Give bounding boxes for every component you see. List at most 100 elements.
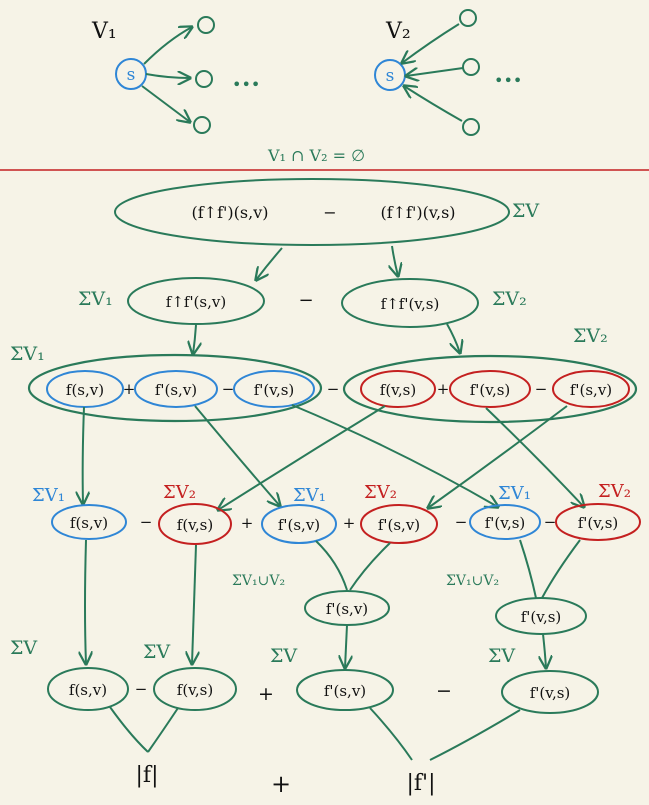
- link-row4-3-merge: [315, 540, 348, 591]
- row3-term-f-sv: [46, 370, 124, 408]
- row3-term-f-vs-text: f(v,s): [380, 381, 416, 399]
- row4-sum-2: ΣV₂: [163, 482, 196, 503]
- link-row6-4-merge: [429, 709, 521, 761]
- row3-plus-left: +: [123, 380, 136, 398]
- v2-node-2: [462, 58, 480, 76]
- v2-edge-3: [404, 86, 463, 122]
- row4-op-4: −: [455, 513, 468, 531]
- link-row4-4-merge: [349, 542, 391, 591]
- disjoint-note: V₁ ∩ V₂ = ∅: [267, 146, 365, 165]
- v1-edge-1: [143, 27, 192, 65]
- row6-sum-2: ΣV: [143, 641, 170, 663]
- bottom-plus: +: [271, 770, 291, 798]
- link-row6-3-merge: [369, 707, 413, 761]
- v1-node-3: [193, 116, 211, 134]
- row2-to-row3-right: [446, 323, 460, 353]
- row2-minus: −: [298, 290, 313, 311]
- v1-edge-3: [141, 85, 190, 122]
- link-fp-sv-down: [194, 405, 280, 506]
- row3-minus-right: −: [535, 380, 548, 398]
- row4-term-6: [555, 503, 641, 541]
- row4-op-2: +: [241, 514, 254, 532]
- row4-term-2: [158, 503, 232, 545]
- link-row4-6-merge: [541, 539, 581, 599]
- v2-edge-2: [406, 67, 464, 76]
- link-fp-vs-red-down: [485, 407, 584, 507]
- row1-sum-label: ΣV: [512, 200, 539, 222]
- row3-term-fp-vs-red: [449, 370, 531, 408]
- row4-term-2-text: f(v,s): [177, 516, 213, 534]
- row4-term-1: [51, 504, 127, 540]
- v2-edge-1: [402, 23, 460, 63]
- row3-term-fp-sv-red: [552, 370, 630, 408]
- row3-minus-left: −: [222, 380, 235, 398]
- row6-term-3: [296, 669, 394, 711]
- row3-term-fp-vs: [233, 370, 315, 408]
- row3-term-fp-sv-text: f'(s,v): [155, 381, 197, 399]
- v1-node-2: [195, 70, 213, 88]
- link-row4-2-down: [192, 544, 196, 664]
- link-row4-5-merge: [519, 539, 537, 599]
- row4-op-5: −: [544, 513, 557, 531]
- norm-f: |f|: [136, 763, 159, 788]
- row6-term-2-text: f(v,s): [177, 681, 213, 699]
- row3-sum-left: ΣV₁: [10, 343, 45, 365]
- row6-term-4-text: f'(v,s): [530, 684, 571, 702]
- row3-term-f-vs: [360, 370, 436, 408]
- row6-term-4: [501, 670, 599, 714]
- row6-term-3-text: f'(s,v): [324, 682, 366, 700]
- v2-node-3: [462, 118, 480, 136]
- row1-expr-left: (f↑f')(s,v): [192, 203, 269, 222]
- link-f-sv-down: [83, 406, 84, 504]
- v2-sketch: V₂ s •••: [374, 9, 522, 136]
- row6-op-3: −: [436, 680, 452, 702]
- row4-sum-5: ΣV₁: [498, 483, 531, 504]
- row4-sum-1: ΣV₁: [32, 485, 65, 506]
- row3-term-fp-vs-red-text: f'(v,s): [470, 381, 511, 399]
- row1-minus: −: [323, 203, 336, 222]
- row3-term-f-sv-text: f(s,v): [66, 381, 104, 399]
- link-fp-sv-red-down: [428, 405, 568, 508]
- row3-sum-right: ΣV₂: [573, 325, 608, 347]
- row5-union-left: ΣV₁∪V₂: [232, 573, 285, 589]
- row6-term-2: [153, 667, 237, 711]
- row5-mid-right: [495, 597, 587, 635]
- row4-op-3: +: [343, 514, 356, 532]
- row3-term-fp-sv: [134, 370, 218, 408]
- row6-term-1-text: f(s,v): [69, 681, 107, 699]
- row4-term-4-text: f'(s,v): [378, 516, 420, 534]
- link-row5-left-down: [345, 624, 347, 668]
- row4-op-1: −: [140, 513, 153, 531]
- row4-term-3-text: f'(s,v): [278, 516, 320, 534]
- row1-ellipse: [114, 178, 510, 246]
- row2-to-row3-left: [193, 324, 196, 354]
- link-fp-vs-down: [291, 404, 498, 507]
- row5-mid-right-text: f'(v,s): [521, 608, 562, 626]
- source-label-v2: s: [386, 66, 395, 86]
- link-row4-1-down: [85, 539, 86, 664]
- row4-term-6-text: f'(v,s): [578, 514, 619, 532]
- row1-to-row2-right: [392, 245, 398, 276]
- row6-sum-3: ΣV: [270, 645, 297, 667]
- link-row6-1-merge: [109, 706, 149, 753]
- row2-sum-right: ΣV₂: [492, 288, 527, 310]
- row6-op-2: +: [258, 683, 274, 705]
- link-f-vs-down: [218, 405, 386, 510]
- row4-term-3: [261, 504, 337, 544]
- norm-fprime: |f'|: [406, 771, 435, 796]
- row2-left-ellipse: [127, 277, 265, 325]
- v2-label: V₂: [385, 19, 411, 44]
- row4-term-1-text: f(s,v): [70, 514, 108, 532]
- v2-ellipsis: •••: [494, 71, 522, 90]
- row4-sum-3: ΣV₁: [293, 485, 326, 506]
- row3-term-fp-vs-text: f'(v,s): [254, 381, 295, 399]
- row2-sum-left: ΣV₁: [78, 288, 113, 310]
- row4-sum-4: ΣV₂: [364, 482, 397, 503]
- row5-mid-left-text: f'(s,v): [326, 600, 368, 618]
- row3-term-fp-sv-red-text: f'(s,v): [570, 381, 612, 399]
- row4-term-4: [360, 504, 438, 544]
- v1-edge-2: [145, 74, 190, 78]
- row5-union-right: ΣV₁∪V₂: [446, 573, 499, 589]
- row4-sum-6: ΣV₂: [598, 481, 631, 502]
